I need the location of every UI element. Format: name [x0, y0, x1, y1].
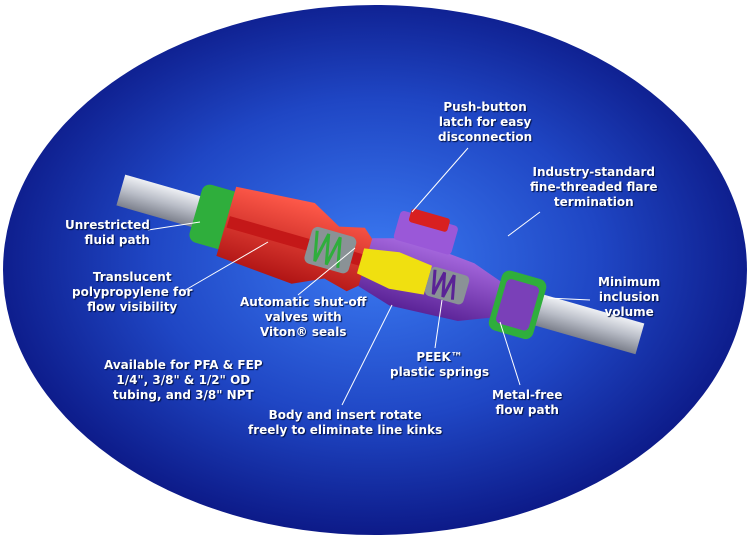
label-peek-plastic-springs: PEEK™ plastic springs — [390, 350, 490, 379]
label-body-insert-rotate: Body and insert rotate freely to elimina… — [248, 408, 443, 437]
latch-red-cap — [408, 208, 450, 232]
right-spring — [431, 269, 456, 300]
label-metal-free-flow-path: Metal-free flow path — [492, 388, 563, 417]
left-spring — [313, 230, 342, 268]
label-automatic-shut-off-valves: Automatic shut-off valves with Viton® se… — [240, 295, 367, 339]
leader-pushbutton — [411, 147, 469, 213]
label-translucent-polypropylene: Translucent polypropylene for flow visib… — [72, 270, 193, 314]
yellow-insert — [356, 248, 433, 295]
leader-lines — [147, 147, 591, 406]
leader-unrestricted — [147, 221, 201, 231]
leader-shutoff — [297, 247, 356, 296]
leader-metalfree — [499, 321, 521, 386]
right-tube — [529, 293, 645, 355]
label-push-button-latch: Push-button latch for easy disconnection — [438, 100, 533, 144]
leader-industry — [507, 211, 541, 237]
leader-peek — [434, 299, 443, 349]
leader-body — [341, 304, 393, 406]
label-available-tubing: Available for PFA & FEP 1/4", 3/8" & 1/2… — [104, 358, 263, 402]
right-green-nut-inner — [496, 279, 540, 331]
label-industry-standard-flare: Industry-standard fine-threaded flare te… — [530, 165, 658, 209]
connector — [116, 174, 645, 355]
leader-translucent — [181, 241, 269, 293]
leader-minimum — [547, 297, 591, 301]
label-minimum-inclusion-volume: Minimum inclusion volume — [598, 275, 661, 319]
label-unrestricted-fluid-path: Unrestricted fluid path — [65, 218, 150, 247]
